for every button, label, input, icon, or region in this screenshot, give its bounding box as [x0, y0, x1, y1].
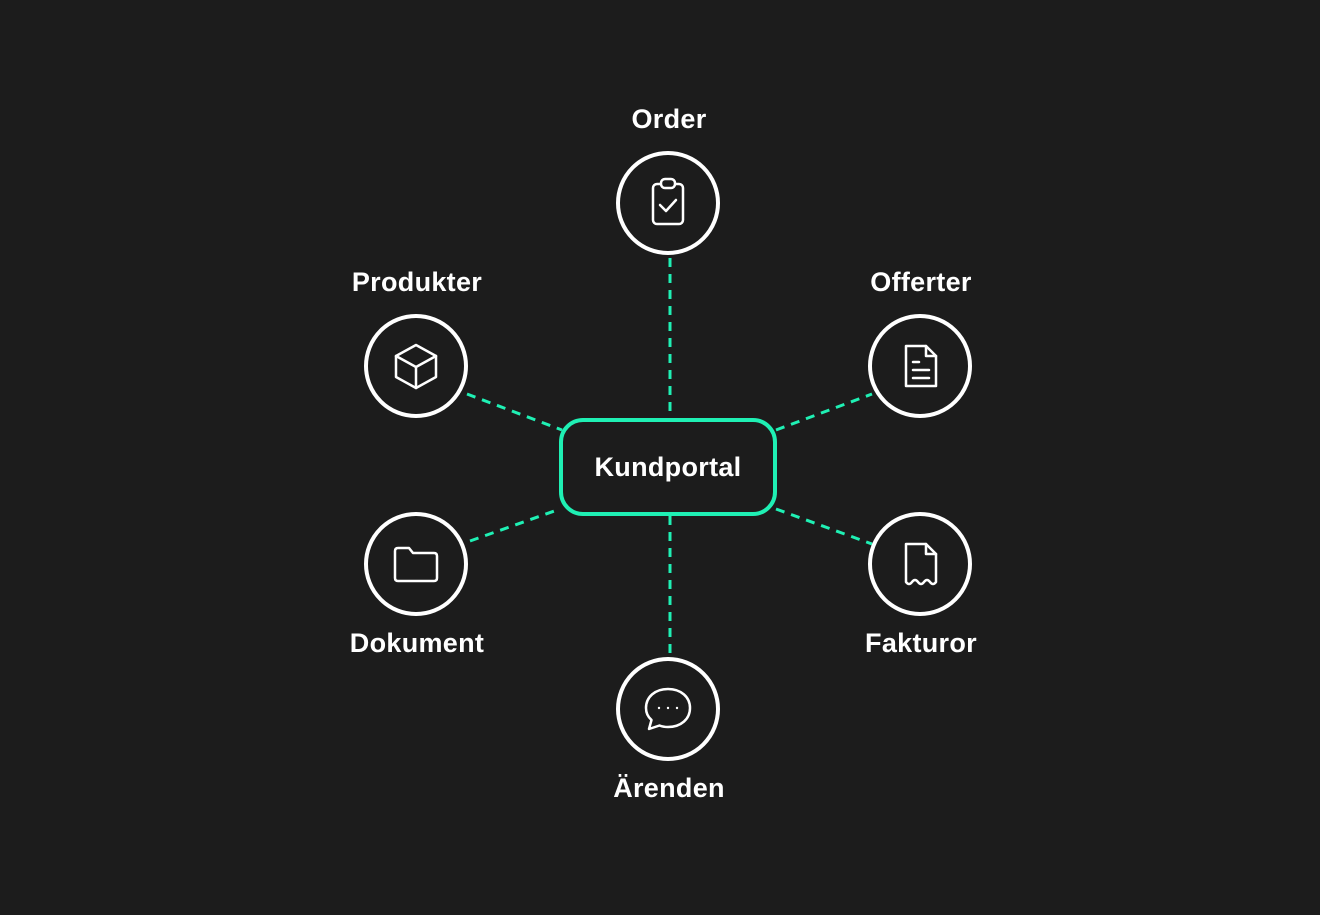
connector-offerter — [775, 392, 873, 432]
node-offerter — [868, 314, 972, 418]
node-label-offerter: Offerter — [870, 267, 972, 297]
node-arenden — [616, 657, 720, 761]
node-fakturor — [868, 512, 972, 616]
node-produkter — [364, 314, 468, 418]
receipt-icon — [904, 542, 938, 586]
node-label-dokument: Dokument — [349, 628, 485, 658]
connector-produkter — [466, 392, 563, 432]
node-label-fakturor: Fakturor — [865, 628, 977, 658]
node-dokument — [364, 512, 468, 616]
connector-fakturor — [775, 507, 873, 546]
node-label-arenden: Ärenden — [613, 773, 725, 803]
hub-kundportal: Kundportal — [559, 418, 777, 516]
folder-icon — [393, 546, 439, 583]
document-lines-icon — [904, 344, 938, 388]
hub-label: Kundportal — [594, 451, 742, 482]
clipboard-check-icon — [651, 177, 685, 226]
box-icon — [394, 343, 438, 390]
connector-dokument — [469, 507, 561, 543]
node-label-produkter: Produkter — [351, 267, 483, 297]
chat-bubble-icon — [644, 687, 692, 731]
node-order — [616, 151, 720, 255]
node-label-order: Order — [631, 104, 707, 134]
